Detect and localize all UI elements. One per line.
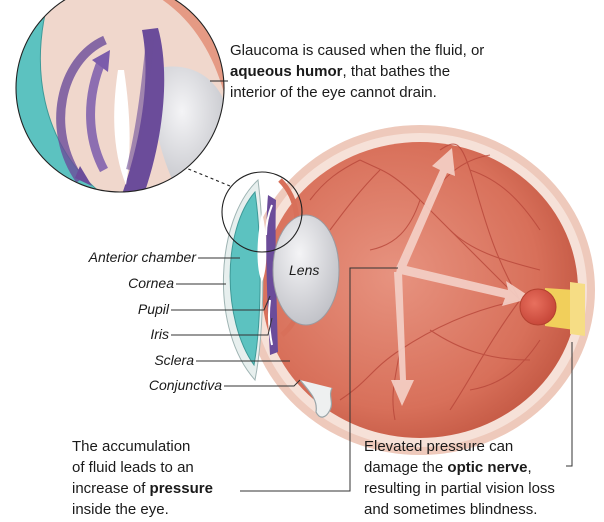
magnify-connector <box>186 168 230 186</box>
label-anterior-chamber: Anterior chamber <box>89 249 196 265</box>
label-pupil: Pupil <box>138 301 169 317</box>
pressure-term: pressure <box>150 480 213 497</box>
caption-pressure: The accumulation of fluid leads to an in… <box>72 436 252 520</box>
label-sclera: Sclera <box>154 352 194 368</box>
label-cornea: Cornea <box>128 275 174 291</box>
optic-nerve-term: optic nerve <box>447 459 527 476</box>
label-conjunctiva: Conjunctiva <box>149 377 222 393</box>
label-iris: Iris <box>150 326 169 342</box>
label-lens: Lens <box>289 262 319 278</box>
caption-optic-nerve: Elevated pressure can damage the optic n… <box>364 436 604 520</box>
aqueous-humor-term: aqueous humor <box>230 63 343 80</box>
inset-magnified-view <box>0 0 240 220</box>
front-of-eye <box>223 180 278 380</box>
caption-aqueous-humor: Glaucoma is caused when the fluid, or aq… <box>230 40 530 103</box>
